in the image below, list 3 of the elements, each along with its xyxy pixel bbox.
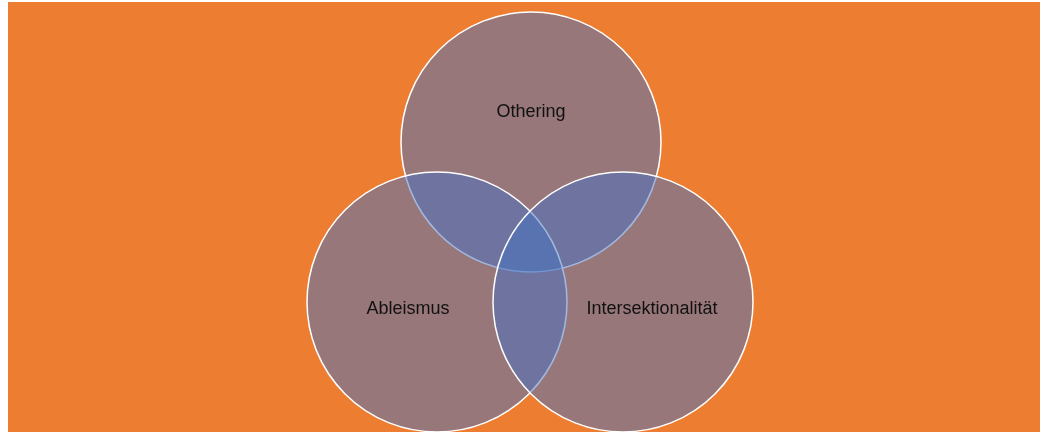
circle-label: Intersektionalität [586, 297, 718, 319]
circle-label: Ableismus [366, 297, 450, 319]
circle-label: Othering [496, 100, 566, 122]
